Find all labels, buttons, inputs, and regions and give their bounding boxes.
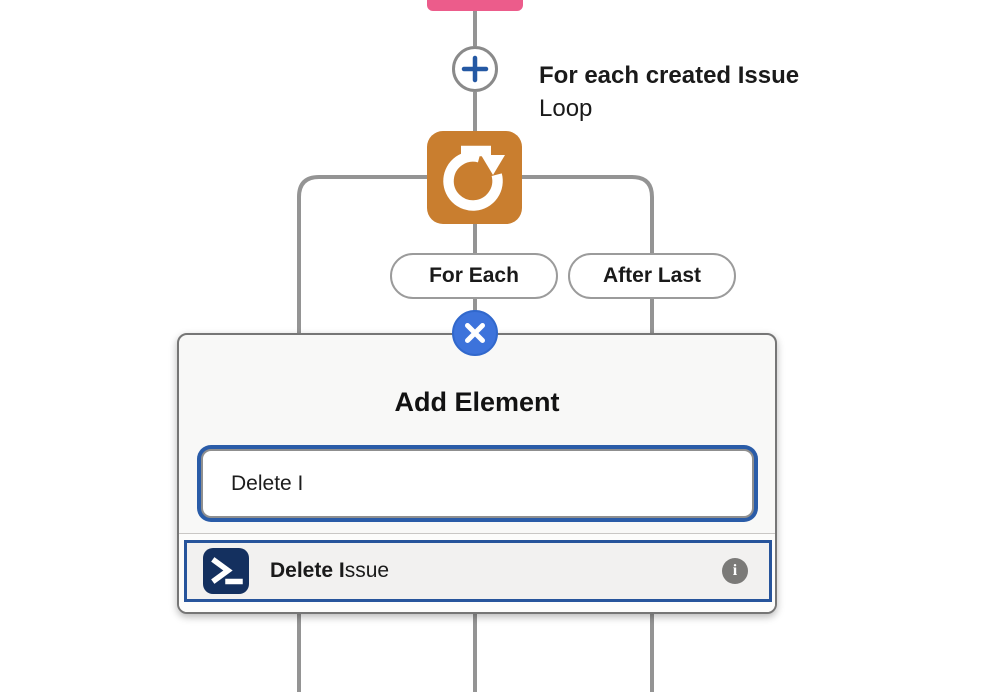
- element-search-input[interactable]: [201, 449, 754, 518]
- result-label: Delete Issue: [270, 559, 389, 583]
- result-row-delete-issue[interactable]: Delete Issue i: [184, 540, 772, 602]
- branch-label-for-each-text: For Each: [429, 264, 519, 287]
- add-element-button[interactable]: [452, 46, 498, 92]
- loop-node-type-label: Loop: [539, 95, 593, 122]
- branch-label-after-last: After Last: [568, 253, 736, 299]
- result-label-rest: ssue: [344, 559, 390, 582]
- connector-loop-back-branch: [297, 175, 428, 692]
- popup-results-section: Delete Issue i: [179, 533, 775, 612]
- info-icon[interactable]: i: [722, 558, 748, 584]
- popup-title: Add Element: [394, 387, 560, 417]
- add-element-popup: Add Element Delete Issue i: [177, 333, 777, 614]
- branch-label-for-each: For Each: [390, 253, 558, 299]
- result-label-match: Delete I: [270, 559, 345, 582]
- plus-icon: [461, 55, 489, 83]
- terminal-prompt-icon: [203, 548, 249, 594]
- loop-node-title: For each created Issue: [539, 62, 800, 89]
- branch-label-after-last-text: After Last: [602, 264, 702, 287]
- loop-refresh-icon: [443, 145, 505, 211]
- x-icon: [465, 323, 485, 343]
- connector-after-last-branch: [522, 175, 654, 692]
- close-popup-button[interactable]: [452, 310, 498, 356]
- loop-node[interactable]: [427, 131, 522, 224]
- upstream-record-node[interactable]: [427, 0, 523, 11]
